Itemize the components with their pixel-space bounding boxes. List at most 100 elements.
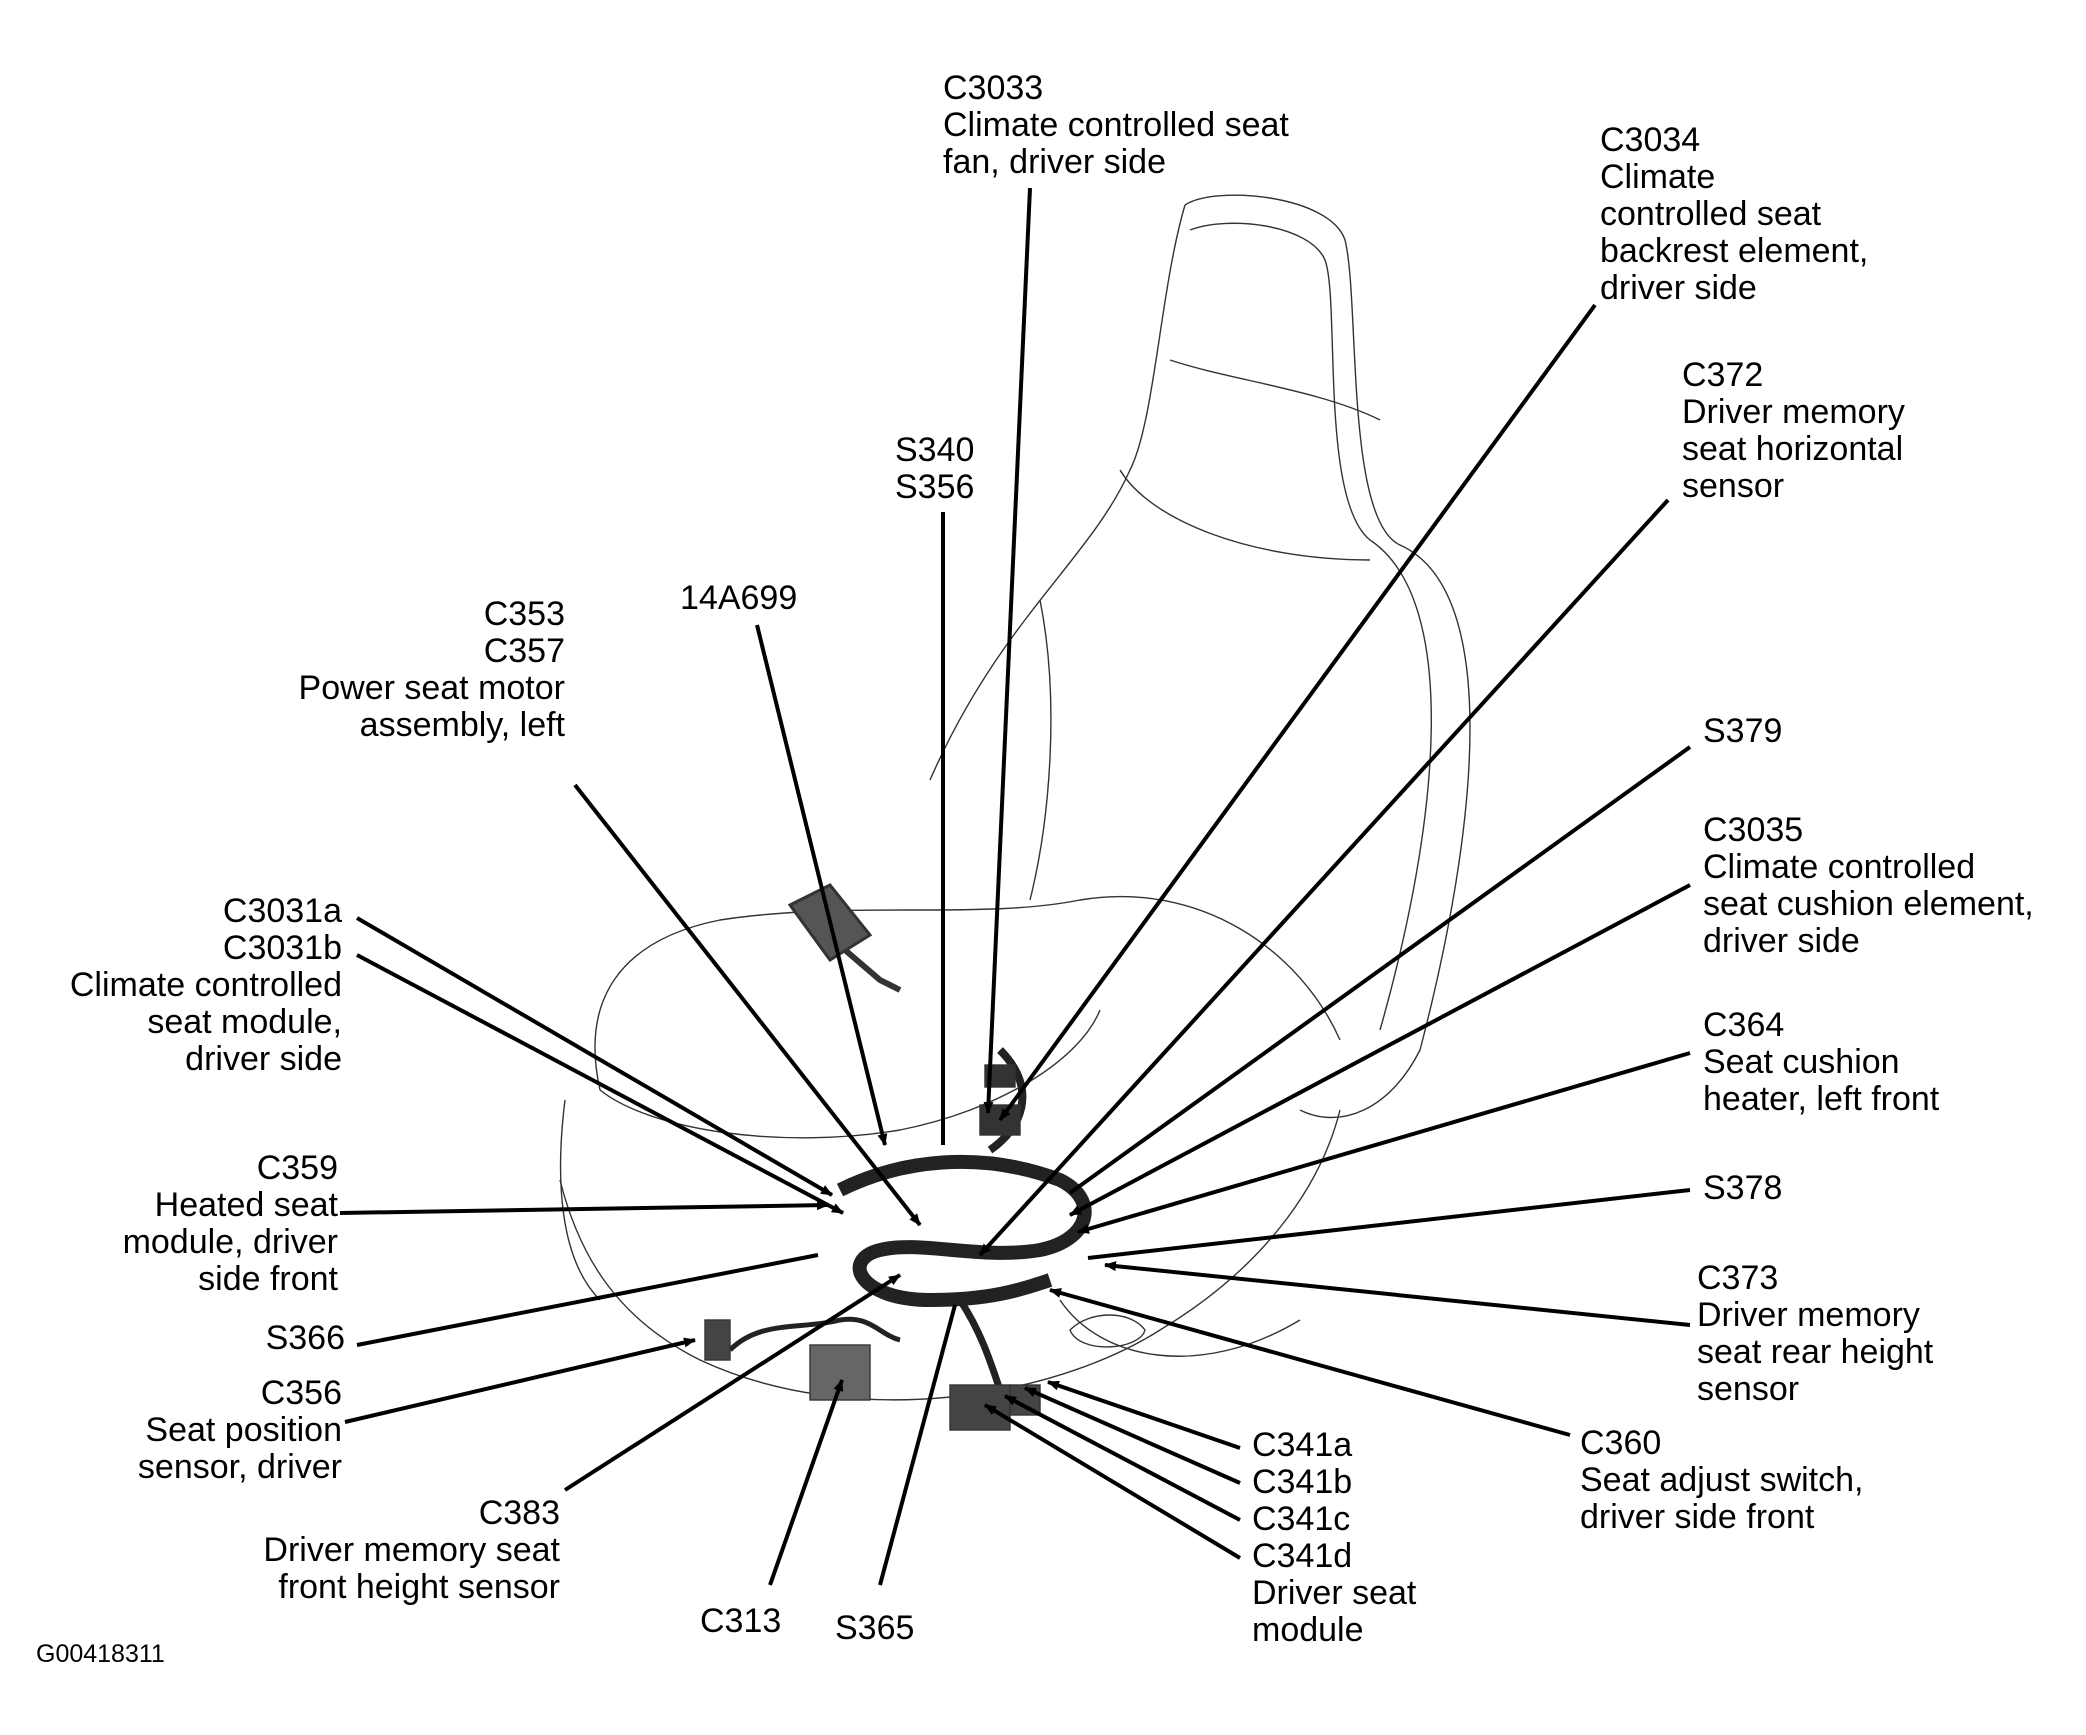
callout-c3035-line1: Climate controlled (1703, 848, 1976, 886)
leader-lines (339, 187, 1692, 1586)
callout-14a699-code: 14A699 (680, 579, 798, 617)
wire-harness-branch (987, 1047, 1027, 1154)
leader-c372 (978, 498, 1670, 1257)
callout-c357: C357 (483, 632, 565, 670)
leader-c313 (768, 1379, 844, 1586)
connector-c3033-body (984, 1064, 1016, 1088)
callout-c341a: C341a (1252, 1426, 1353, 1464)
leader-c3034 (998, 303, 1597, 1122)
seat-backrest-left-edge (929, 204, 1186, 781)
callout-c364-code: C364 (1703, 1006, 1785, 1044)
connector-c313-body (809, 1344, 871, 1401)
callout-c359: C359 Heated seat module, driver side fro… (20, 1150, 338, 1298)
callout-c313: C313 (700, 1603, 781, 1640)
leader-c373 (1104, 1261, 1691, 1327)
callout-c360: C360 Seat adjust switch, driver side fro… (1580, 1425, 1863, 1536)
callout-c360-code: C360 (1580, 1424, 1662, 1462)
seatbelt-stalk (843, 947, 902, 993)
callout-c3034-line1: Climate (1600, 158, 1716, 196)
seat-backrest-outline (1184, 194, 1471, 1119)
callout-c3034-line2: controlled seat (1600, 195, 1822, 233)
callout-c3034-line3: backrest element, (1600, 232, 1869, 270)
leader-s366 (356, 1253, 819, 1347)
callout-c3034-code: C3034 (1600, 121, 1701, 159)
callout-c373-line1: Driver memory (1697, 1296, 1920, 1334)
callout-s366-code: S366 (265, 1319, 345, 1357)
seat-backrest-inner (1189, 222, 1432, 1031)
callout-c353-line2: assembly, left (359, 706, 565, 744)
leader-c3033 (983, 187, 1032, 1114)
callout-c3031: C3031a C3031b Climate controlled seat mo… (20, 893, 342, 1078)
callout-c3033-line2: fan, driver side (943, 143, 1166, 181)
connector-c341-body (949, 1384, 1011, 1431)
leader-c383 (563, 1273, 902, 1492)
callout-c3035-line2: seat cushion element, (1703, 885, 2034, 923)
seat-back-panel (1119, 469, 1371, 561)
figure-id: G00418311 (36, 1640, 165, 1668)
callout-s356: S356 (895, 468, 975, 506)
callout-c3033-line1: Climate controlled seat (943, 106, 1289, 144)
leader-c341b (1024, 1386, 1241, 1485)
callout-c356: C356 Seat position sensor, driver (20, 1375, 342, 1486)
callout-c313-code: C313 (700, 1602, 782, 1640)
seat-illustration (559, 194, 1471, 1431)
callout-c3035: C3035 Climate controlled seat cushion el… (1703, 812, 2034, 960)
wire-harness-module-branch (957, 1298, 1004, 1392)
callout-c364-line2: heater, left front (1703, 1080, 1940, 1118)
leader-s365 (878, 1304, 957, 1586)
leader-c360 (1049, 1288, 1571, 1437)
callout-c356-line2: sensor, driver (137, 1448, 342, 1486)
callout-c373-code: C373 (1697, 1259, 1779, 1297)
callout-14a699: 14A699 (680, 580, 797, 617)
callout-c3035-line3: driver side (1703, 922, 1860, 960)
callout-c364-line1: Seat cushion (1703, 1043, 1900, 1081)
callout-c383-line2: front height sensor (278, 1568, 560, 1606)
callout-c373-line3: sensor (1697, 1370, 1800, 1408)
callout-c3033-code: C3033 (943, 69, 1044, 107)
connector-c356-body (704, 1319, 731, 1361)
callout-c359-code: C359 (256, 1149, 338, 1187)
callout-c3031-line2: seat module, (147, 1003, 342, 1041)
wire-harness-main (836, 1154, 1092, 1308)
callout-c3035-code: C3035 (1703, 811, 1804, 849)
callout-c3031b: C3031b (222, 929, 342, 967)
callout-c341-line1: Driver seat (1252, 1574, 1417, 1612)
callout-c3031-line3: driver side (185, 1040, 342, 1078)
seat-side-shield (1059, 1299, 1301, 1357)
callout-s379: S379 (1703, 713, 1782, 750)
callout-c383-code: C383 (478, 1494, 560, 1532)
leader-c359 (339, 1200, 829, 1215)
leader-c341c (1004, 1394, 1241, 1522)
callout-c353-line1: Power seat motor (298, 669, 565, 707)
callout-c356-code: C356 (260, 1374, 342, 1412)
seat-back-side (1029, 599, 1052, 901)
callout-c372-line2: seat horizontal (1682, 430, 1904, 468)
leader-s379 (1068, 745, 1692, 1195)
callout-s378: S378 (1703, 1170, 1782, 1207)
seat-headrest-line (1169, 359, 1381, 421)
callout-c3033: C3033 Climate controlled seat fan, drive… (943, 70, 1289, 181)
callout-s365: S365 (835, 1610, 914, 1647)
callout-c353: C353 (483, 595, 565, 633)
callout-c360-line2: driver side front (1580, 1498, 1815, 1536)
callout-c341: C341a C341b C341c C341d Driver seat modu… (1252, 1427, 1416, 1649)
callout-s365-code: S365 (835, 1609, 915, 1647)
callout-c3031-line1: Climate controlled (69, 966, 342, 1004)
callout-c372-line3: sensor (1682, 467, 1785, 505)
seat-base-left (559, 1099, 601, 1301)
callout-c353-c357: C353 C357 Power seat motor assembly, lef… (250, 596, 565, 744)
wire-harness-lower (728, 1316, 901, 1352)
callout-c383: C383 Driver memory seat front height sen… (200, 1495, 560, 1606)
callout-c3031a: C3031a (222, 892, 342, 930)
callout-c356-line1: Seat position (145, 1411, 342, 1449)
callout-c364: C364 Seat cushion heater, left front (1703, 1007, 1939, 1118)
seat-switch-panel (1069, 1314, 1146, 1348)
leader-s378 (1087, 1188, 1691, 1260)
callout-s379-code: S379 (1703, 712, 1783, 750)
callout-c383-line1: Driver memory seat (263, 1531, 560, 1569)
seat-cushion-front (599, 1009, 1101, 1139)
leader-c341a (1047, 1380, 1241, 1450)
callout-s340: S340 (895, 431, 975, 469)
callout-c372: C372 Driver memory seat horizontal senso… (1682, 357, 1905, 505)
